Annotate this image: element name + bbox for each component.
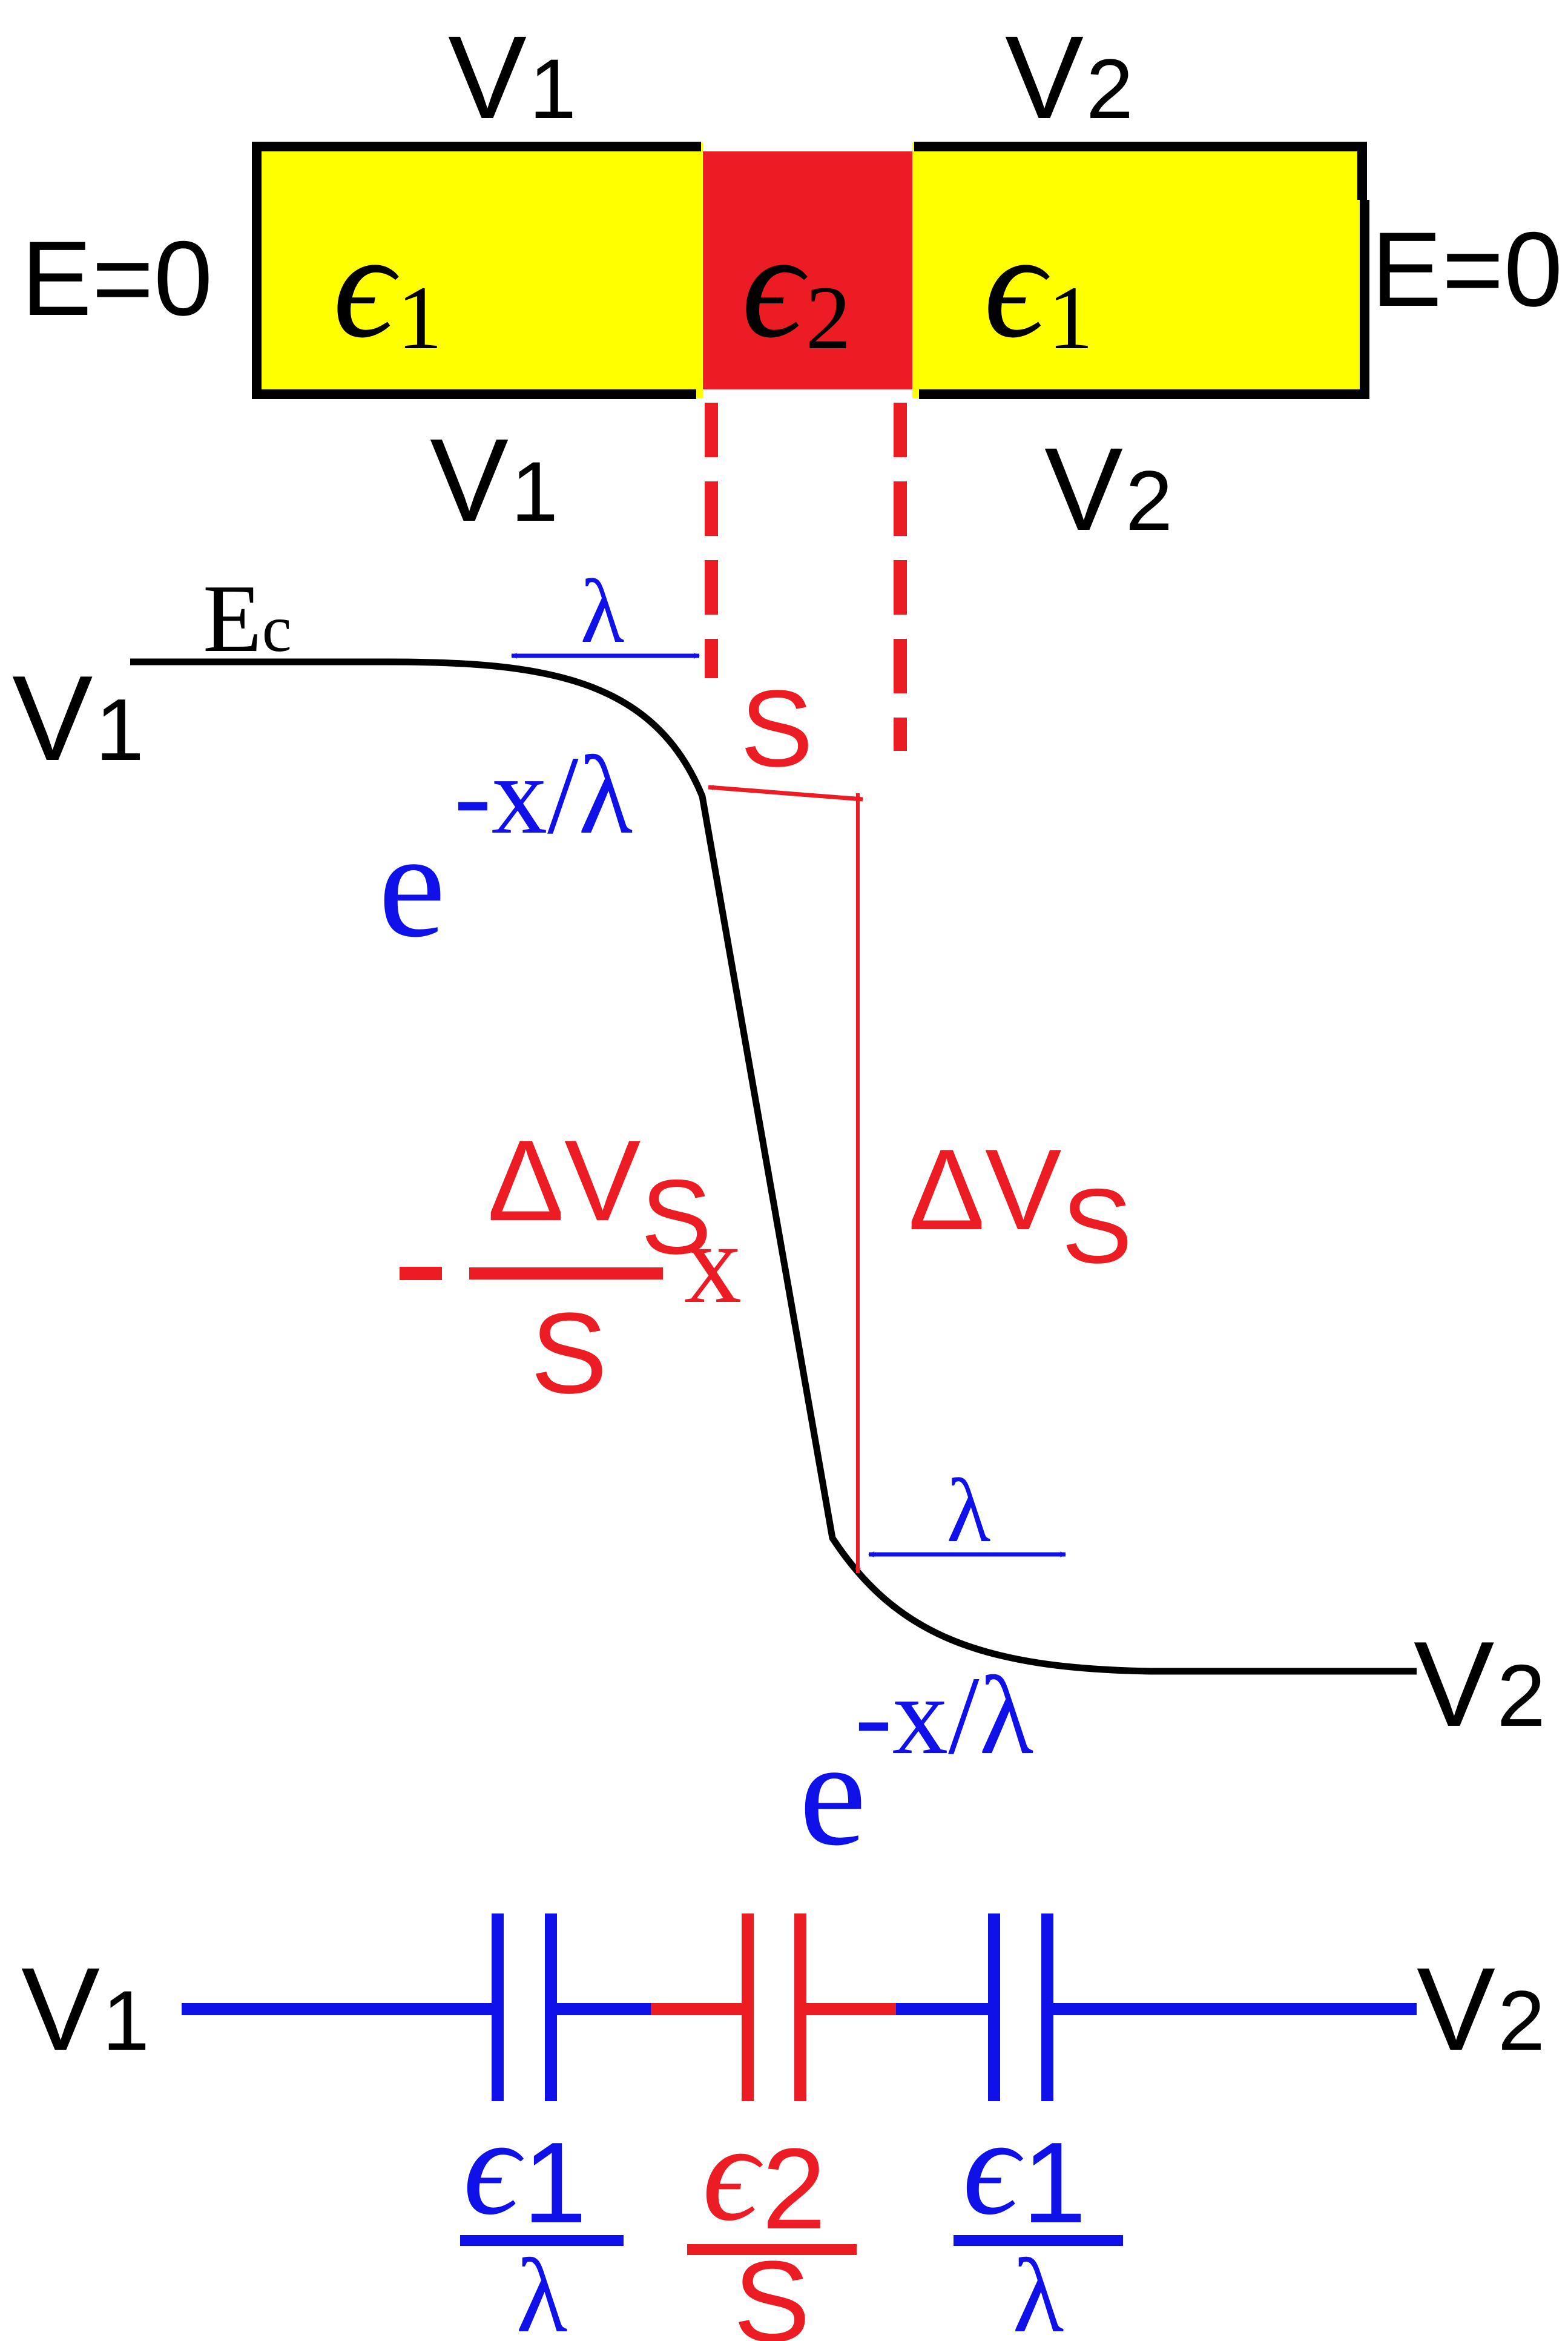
cap2-numerator: ϵ2 [702, 2095, 826, 2253]
linear-denominator: S [531, 1289, 608, 1418]
exp-left-power: -x/λ [454, 733, 633, 857]
cap1-denominator: λ [516, 2237, 568, 2341]
circuit-left-v-label: V1 [21, 1943, 150, 2075]
band-left-v-label: V1 [12, 651, 144, 786]
s-arrow [708, 784, 863, 802]
cap3-denominator: λ [1013, 2237, 1064, 2341]
linear-numerator: ΔVS [487, 1117, 711, 1276]
exp-right-base: e [799, 1709, 866, 1877]
lambda-top-label: λ [581, 561, 625, 662]
region-middle-red [703, 151, 912, 389]
s-label: S [740, 668, 813, 790]
right-boundary-label: E=0 [1371, 211, 1563, 329]
cap2-denominator: S [734, 2237, 811, 2341]
linear-x: x [684, 1200, 742, 1327]
exp-left-base: e [378, 801, 446, 969]
gate-top-right-label: V2 [1005, 12, 1133, 144]
gate-bottom-left-label: V1 [430, 414, 558, 546]
device-structure: ϵ1 ϵ2 ϵ1 V1 V2 V1 V2 E=0 E=0 [21, 12, 1563, 751]
gate-top-left-label: V1 [448, 12, 576, 144]
capacitor-circuit: V1 V2 ϵ1 λ ϵ2 S ϵ1 λ [21, 1913, 1545, 2341]
region-right-yellow [912, 142, 1364, 398]
cap1-numerator: ϵ1 [463, 2089, 587, 2247]
lambda-bottom-label: λ [947, 1461, 991, 1561]
region-right-label: ϵ1 [984, 202, 1093, 369]
gate-bottom-right-label: V2 [1044, 423, 1173, 555]
cap3-numerator: ϵ1 [963, 2089, 1086, 2247]
region-left-yellow [252, 142, 703, 398]
region-left-label: ϵ1 [333, 202, 443, 369]
region-middle-label: ϵ2 [742, 202, 851, 369]
conduction-band-curve [130, 658, 1417, 1675]
left-boundary-label: E=0 [21, 220, 212, 338]
band-diagram: Ec V1 V2 λ λ S e -x/λ e -x/λ ΔVS S x ΔVS [12, 561, 1546, 1877]
exp-right-power: -x/λ [855, 1654, 1033, 1778]
delta-vs-label: ΔVS [908, 1126, 1132, 1286]
band-right-v-label: V2 [1414, 1617, 1546, 1752]
circuit-right-v-label: V2 [1417, 1943, 1545, 2075]
ec-label: Ec [203, 564, 292, 672]
